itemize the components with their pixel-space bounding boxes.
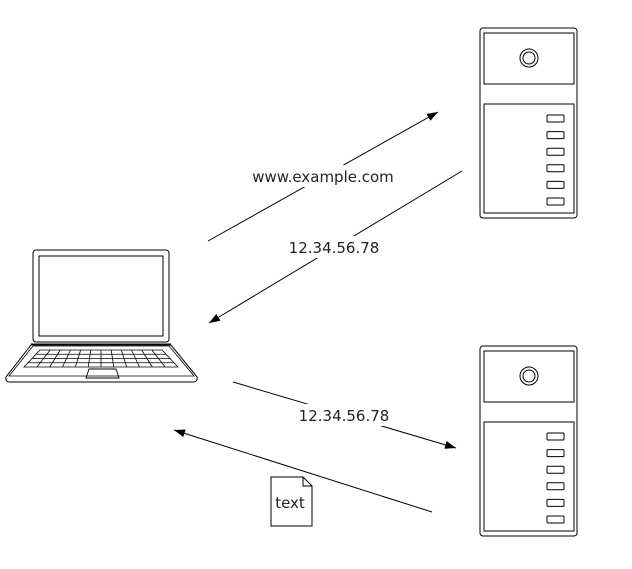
server-1-drive-slot [546,180,565,189]
server-2-drive-slot [546,432,565,441]
server-2-drive-slot [546,482,565,491]
document-label: text [275,494,305,512]
server-1-drive-slot [546,114,565,123]
keyboard-gridline [120,349,128,368]
server-2-bottom-panel [483,421,575,532]
server-1-drive-slot [546,147,565,156]
server-2-power-button [519,366,539,386]
server-1-power-button-inner [522,51,536,65]
server-2-drive-slot [546,465,565,474]
server-2-top-panel [483,350,575,403]
edge-label-dns-response: 12.34.56.78 [289,239,380,257]
document-icon: text [270,476,313,527]
laptop-screen [38,255,164,337]
server-2-drive-slot [546,449,565,458]
laptop-base [5,344,198,383]
server-2-case [479,345,578,537]
keyboard-gridline [151,349,166,368]
server-2-drive-slot [546,515,565,524]
keyboard-gridline [110,349,115,368]
server-2-drive-slots [546,432,565,524]
server-1-drive-slot [546,197,565,206]
server-tower-icon [479,345,578,537]
laptop-screen-frame [32,249,170,343]
server-1-top-panel [483,32,575,85]
keyboard-gridline [87,349,92,368]
server-1-bottom-panel [483,103,575,214]
server-1-case [479,27,578,219]
keyboard-gridline [36,349,51,368]
server-1-drive-slot [546,131,565,140]
laptop-icon [5,249,198,383]
document-fold [302,477,312,487]
keyboard-gridline [74,349,82,368]
arrow-http-response [173,429,433,513]
laptop-keyboard [23,349,179,368]
server-2-power-button-inner [522,369,536,383]
laptop-base-inner [8,345,195,377]
document-shape [270,476,313,527]
keyboard-gridline [131,349,140,368]
server-2-drive-slot [546,498,565,507]
edge-label-dns-query: www.example.com [252,168,394,186]
keyboard-gridline [62,349,71,368]
server-1-drive-slots [546,114,565,206]
server-tower-icon [479,27,578,219]
keyboard-gridline [49,349,61,368]
server-1-power-button [519,48,539,68]
keyboard-gridline [141,349,153,368]
edge-label-http-request: 12.34.56.78 [299,407,390,425]
server-1-drive-slot [546,164,565,173]
laptop-trackpad [85,368,120,379]
